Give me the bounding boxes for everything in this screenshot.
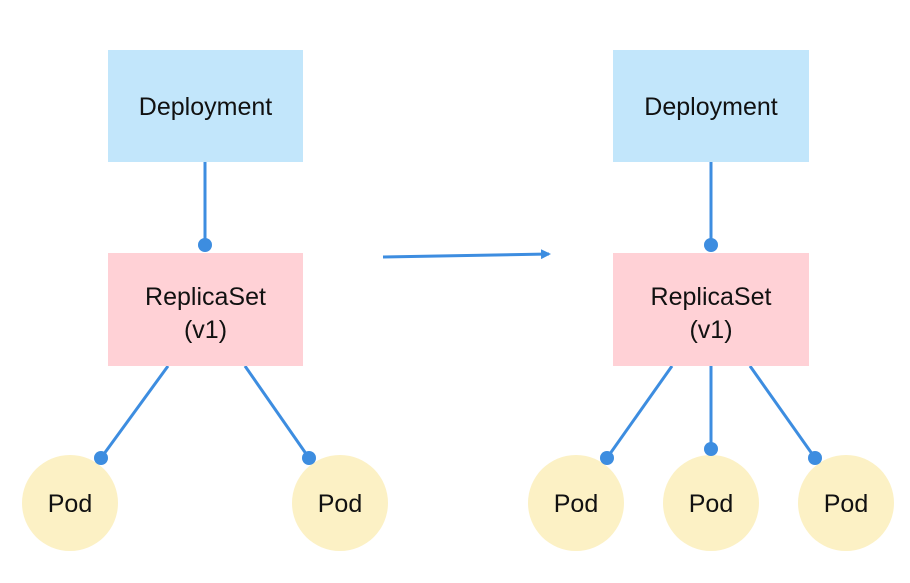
right-replicaset-version: (v1): [689, 316, 732, 344]
right-diagram: Deployment ReplicaSet (v1) Pod Pod Pod: [528, 50, 894, 551]
right-pod-1: Pod: [528, 455, 624, 551]
left-pod1-anchor-dot: [94, 451, 108, 465]
left-replicaset-pod2-connector: [243, 365, 311, 459]
right-deployment-box: Deployment: [613, 50, 809, 162]
right-pod-2: Pod: [663, 455, 759, 551]
right-replicaset-anchor-dot: [704, 238, 718, 252]
left-replicaset-label: ReplicaSet: [145, 283, 266, 311]
right-pod3-anchor-dot: [808, 451, 822, 465]
left-pod-1: Pod: [22, 455, 118, 551]
right-replicaset-label: ReplicaSet: [651, 283, 772, 311]
right-pod-2-label: Pod: [689, 490, 733, 518]
right-deployment-label: Deployment: [644, 93, 777, 121]
left-replicaset-pod1-connector: [99, 365, 170, 459]
left-deployment-label: Deployment: [139, 93, 272, 121]
right-replicaset-box: ReplicaSet (v1): [613, 253, 809, 366]
left-diagram: Deployment ReplicaSet (v1) Pod Pod: [22, 50, 388, 551]
left-pod-1-label: Pod: [48, 490, 92, 518]
transition-arrow: [382, 249, 551, 260]
left-replicaset-anchor-dot: [198, 238, 212, 252]
right-replicaset-pod3-connector: [748, 365, 817, 459]
left-deployment-box: Deployment: [108, 50, 303, 162]
left-pod-2-label: Pod: [318, 490, 362, 518]
right-pod1-anchor-dot: [600, 451, 614, 465]
left-replicaset-box: ReplicaSet (v1): [108, 253, 303, 366]
left-replicaset-version: (v1): [184, 316, 227, 344]
right-pod-1-label: Pod: [554, 490, 598, 518]
right-pod-3-label: Pod: [824, 490, 868, 518]
right-pod2-anchor-dot: [704, 442, 718, 456]
left-pod-2: Pod: [292, 455, 388, 551]
right-pod-3: Pod: [798, 455, 894, 551]
left-pod2-anchor-dot: [302, 451, 316, 465]
right-replicaset-pod1-connector: [605, 365, 674, 459]
